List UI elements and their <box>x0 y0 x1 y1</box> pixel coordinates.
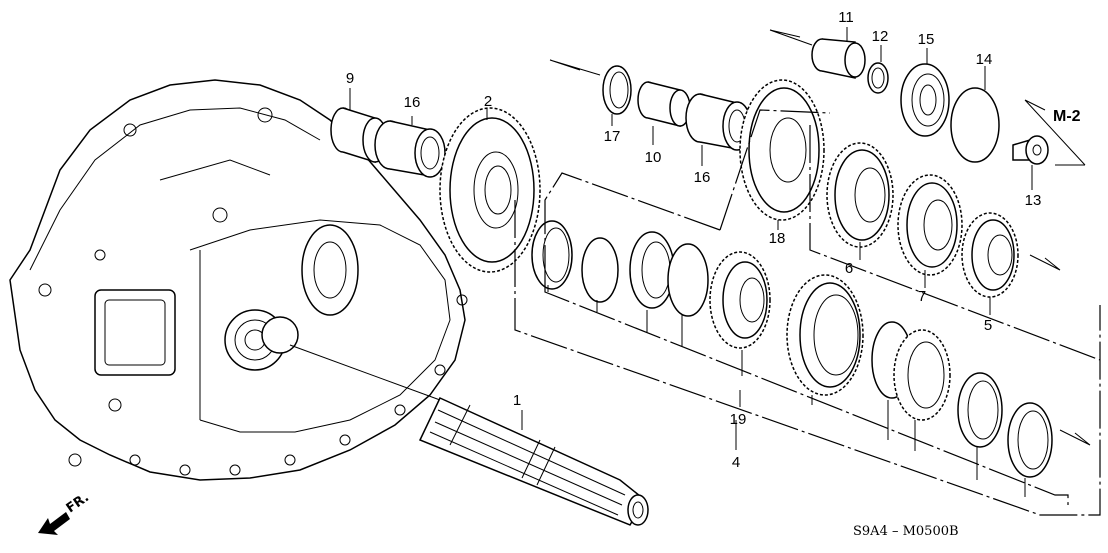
synchro-cone-a <box>629 231 675 309</box>
callout-15[interactable]: 15 <box>918 31 935 48</box>
front-label: FR. <box>64 490 92 516</box>
gear-5 <box>961 212 1019 298</box>
callout-4[interactable]: 4 <box>732 454 740 471</box>
reference-m2[interactable]: M-2 <box>1053 108 1081 125</box>
synchro-ring-c <box>957 372 1003 448</box>
thrust-washer-17 <box>602 65 632 115</box>
callout-16a[interactable]: 16 <box>404 94 421 111</box>
callouts: 1 2 4 5 6 7 9 10 11 12 13 14 15 16 16 17… <box>346 9 1042 471</box>
callout-17[interactable]: 17 <box>604 128 621 145</box>
front-indicator: FR. <box>38 490 92 535</box>
bolt-13 <box>1012 135 1049 165</box>
callout-2[interactable]: 2 <box>484 93 492 110</box>
synchro-sleeve <box>786 274 864 396</box>
synchro-cone-b <box>893 329 951 421</box>
gear-2 <box>439 107 541 273</box>
gear-7 <box>897 174 963 276</box>
gear-18 <box>739 79 825 221</box>
callout-1[interactable]: 1 <box>513 392 521 409</box>
group-bracket-lines <box>349 27 1101 516</box>
spring-ring-a <box>667 243 709 317</box>
callout-7[interactable]: 7 <box>918 288 926 305</box>
washer-12 <box>867 62 889 94</box>
callout-6[interactable]: 6 <box>845 260 853 277</box>
callout-19[interactable]: 19 <box>730 411 747 428</box>
synchro-ring-a <box>531 220 573 290</box>
callout-12[interactable]: 12 <box>872 28 889 45</box>
callout-16b[interactable]: 16 <box>694 169 711 186</box>
diagram-code: S9A4 – M0500B <box>853 524 959 539</box>
mainshaft <box>289 344 649 526</box>
ball-bearing-15 <box>900 63 950 137</box>
snap-ring-14 <box>950 87 1000 163</box>
callout-5[interactable]: 5 <box>984 317 992 334</box>
callout-9[interactable]: 9 <box>346 70 354 87</box>
synchro-ring-b <box>581 237 619 303</box>
gear-6 <box>826 142 894 248</box>
front-arrow-icon <box>38 512 70 535</box>
callout-10[interactable]: 10 <box>645 149 662 166</box>
synchro-hub <box>709 251 771 349</box>
callout-14[interactable]: 14 <box>976 51 993 68</box>
needle-bearing-16a <box>374 120 446 178</box>
transmission-housing <box>9 79 468 481</box>
callout-11[interactable]: 11 <box>838 9 854 26</box>
synchro-ring-d <box>1007 402 1053 478</box>
collar-10 <box>637 81 691 127</box>
collar-11 <box>811 38 866 79</box>
callout-13[interactable]: 13 <box>1025 192 1042 209</box>
callout-18[interactable]: 18 <box>769 230 786 247</box>
